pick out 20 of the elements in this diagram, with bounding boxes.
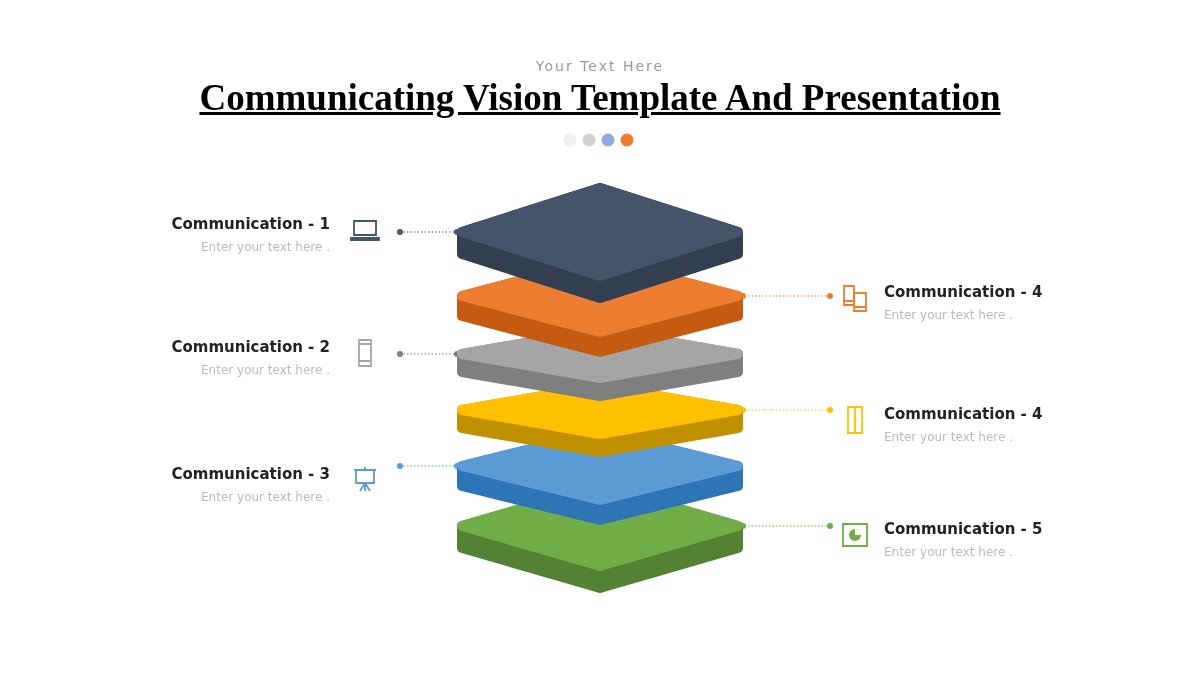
leader-line bbox=[740, 407, 833, 413]
callout-heading: Communication - 5 bbox=[884, 520, 1043, 538]
callout-text: Enter your text here . bbox=[884, 308, 1013, 322]
callout-heading: Communication - 4 bbox=[884, 405, 1043, 423]
callout-text: Enter your text here . bbox=[201, 490, 330, 504]
title: Communicating Vision Template And Presentation bbox=[199, 77, 1001, 118]
callout-heading: Communication - 1 bbox=[171, 215, 330, 233]
leader-line bbox=[397, 463, 460, 469]
callout-heading: Communication - 2 bbox=[171, 338, 330, 356]
leader-line bbox=[397, 351, 460, 357]
leader-line bbox=[740, 523, 833, 529]
callout-heading: Communication - 4 bbox=[884, 283, 1043, 301]
callout-text: Enter your text here . bbox=[201, 363, 330, 377]
callout-text: Enter your text here . bbox=[201, 240, 330, 254]
leader-line bbox=[397, 229, 460, 235]
leader-line bbox=[740, 293, 833, 299]
subtitle: Your Text Here bbox=[535, 58, 665, 74]
callout-heading: Communication - 3 bbox=[171, 465, 330, 483]
callout-text: Enter your text here . bbox=[884, 430, 1013, 444]
callout-text: Enter your text here . bbox=[884, 545, 1013, 559]
